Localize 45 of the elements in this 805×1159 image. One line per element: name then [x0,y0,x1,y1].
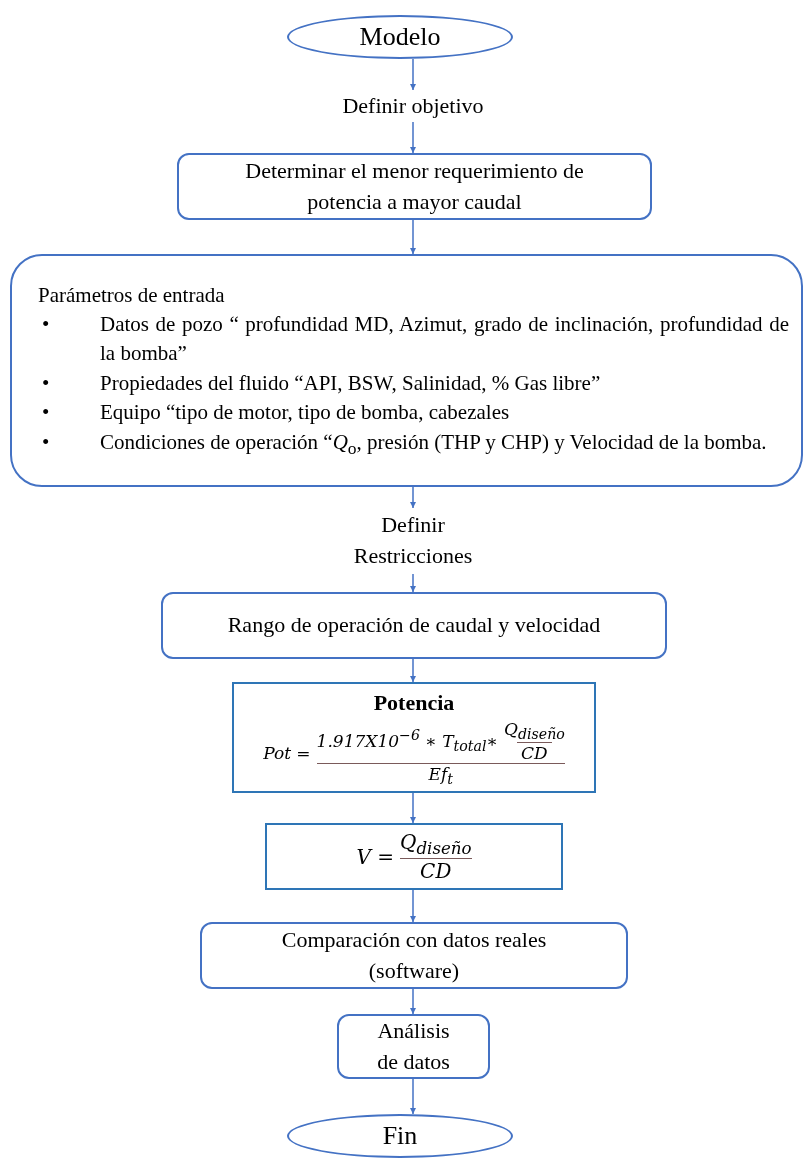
arrow [410,121,416,154]
arrow [410,573,416,593]
step-text: Definir Restricciones [352,511,474,570]
process-box [177,153,652,220]
box-text: Fin [382,1119,418,1152]
formula-text: CD [517,741,552,763]
process-box [161,592,667,659]
arrow [410,658,416,683]
terminal-ellipse [287,15,513,59]
bullet-item: Propiedades del fluido “API, BSW, Salinidad, % Gas libre” [100,369,602,397]
box-text: Rango de operación de caudal y velocidad [227,611,601,640]
formula-text: Pot = [263,742,311,763]
bullet-mark: • [41,428,51,456]
input-parameters-box [10,254,803,487]
arrow [410,889,416,923]
arrow [410,988,416,1015]
process-box [200,922,628,989]
box-text: Comparación con datos reales (software) [280,925,548,985]
arrow [410,219,416,255]
arrow [410,486,416,509]
arrow [410,58,416,91]
arrow [410,1078,416,1115]
bullet-item: Condiciones de operación “Q$_{o}$, presión (THP y CHP) y Velocidad de la bomba. [100,428,768,460]
terminal-ellipse [287,1114,513,1158]
formula-text: CD [400,858,472,883]
box-text: Determinar el menor requerimiento de potencia a mayor caudal [244,156,585,216]
formula-text: Ef$_{t}$ [316,762,565,788]
bullet-item: Equipo “tipo de motor, tipo de bomba, cabezales [100,399,511,427]
box-heading: Parámetros de entrada [38,281,226,309]
box-text: Modelo [359,20,441,53]
bullet-mark: • [41,311,51,339]
step-text: Definir objetivo [342,91,484,120]
bullet-mark: • [41,369,51,397]
formula-box [232,682,596,793]
formula-text: V = [356,844,394,869]
process-box [337,1014,490,1079]
arrow [410,792,416,824]
formula-title: Potencia [373,688,455,717]
box-text: Análisis de datos [376,1016,451,1076]
formula-text: Q$_{diseño}$ [504,718,565,742]
formula-text: Q$_{diseño}$ [400,830,472,858]
bullet-item: Datos de pozo “ profundidad MD, Azimut, grado de inclinación, profundidad de la bomba” [100,311,789,368]
formula-box [265,823,563,890]
bullet-mark: • [41,399,51,427]
formula-text: 1.917X10$^{−6}$ ∗ T$_{total}$∗ [316,727,499,755]
